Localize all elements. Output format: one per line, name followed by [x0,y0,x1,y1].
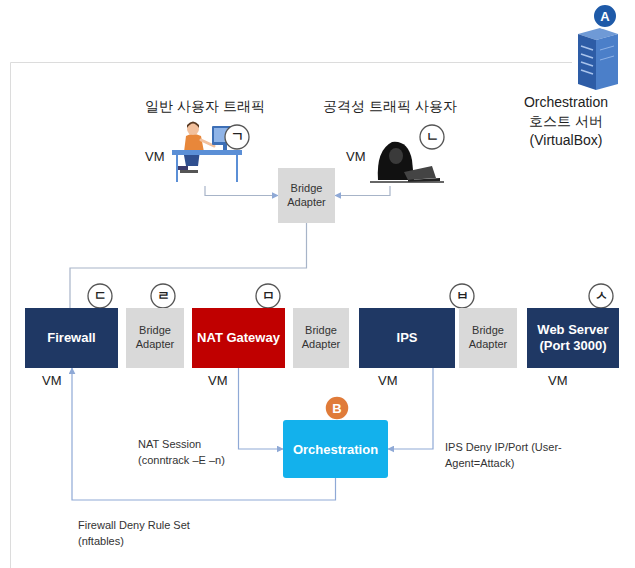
bridge-box: Bridge Adapter [278,168,335,223]
server-icon [578,34,596,90]
user-illustration [236,155,238,182]
node-text: Bridge Adapter [296,324,346,352]
server-icon [596,34,618,90]
callout-circle [151,284,175,308]
callout-letter: B [325,396,349,420]
callout-circle [420,125,444,149]
firewall-box: Firewall [25,308,118,368]
user-illustration [172,150,242,155]
node-text: 일반 사용자 트래픽 [145,98,265,116]
attacker-illustration [389,148,403,164]
server-icon [581,62,593,66]
callout-letter: A [593,4,617,28]
callout-circle [593,4,617,28]
user-illustration [184,134,204,152]
callout-circle [593,4,617,28]
orchestration-box: Orchestration [283,420,388,478]
callout-number: ㅅ [589,284,613,308]
callout-number: ㄹ [151,284,175,308]
callout-number: ㄱ [225,125,249,149]
server-icon [581,70,593,74]
user-illustration [187,122,199,129]
node-text: IPS [397,330,418,346]
callout-circle [256,284,280,308]
server-icon [578,28,618,90]
callout-number: ㄷ [88,284,112,308]
edge-label: IPS Deny IP/Port (User-Agent=Attack) [445,440,573,472]
callout-number: ㄴ [420,125,444,149]
attacker-illustration [404,166,436,180]
server-icon [600,46,614,50]
user-figure: 일반 사용자 트래픽 [140,96,270,186]
node-text: Web Server (Port 3000) [530,322,616,355]
bridge-box: Bridge Adapter [126,308,184,368]
node-text: Firewall [47,330,95,346]
outer-frame [11,63,573,568]
user-illustration [180,170,198,173]
host-label: Orchestration 호스트 서버 (VirtualBox) [516,93,616,150]
bridge-box: Bridge Adapter [293,308,349,368]
vm-label: VM [346,149,366,164]
attacker-illustration [370,181,444,183]
server-icon [581,54,593,58]
connector [70,223,307,308]
node-text: NAT Gateway [197,330,280,346]
vm-label: VM [378,373,398,388]
vm-label: VM [145,149,165,164]
callout-circle [589,284,613,308]
nat-box: NAT Gateway [192,308,285,368]
edge-label: Firewall Deny Rule Set (nftables) [78,518,210,550]
server-icon [581,46,593,50]
node-text: 공격성 트래픽 사용자 [323,98,457,116]
vm-label: VM [548,373,568,388]
edge-label: NAT Session (conntrack –E –n) [138,437,234,469]
callout-circle [88,284,112,308]
callout-circle [225,125,249,149]
vm-label: VM [208,373,228,388]
node-text: Bridge Adapter [281,182,332,210]
node-text: Orchestration [293,442,378,457]
connector [205,186,278,196]
user-illustration [223,145,227,150]
bridge-box: Bridge Adapter [459,308,517,368]
connector [335,186,390,196]
callout-circle [325,396,349,420]
node-text: Bridge Adapter [129,324,181,352]
ips-box: IPS [359,308,455,368]
outer-frame [11,63,573,568]
vm-label: VM [42,373,62,388]
callout-circle [88,125,613,420]
callout-circle [450,284,474,308]
server-box: Web Server (Port 3000) [527,308,619,368]
node-text: Bridge Adapter [462,324,514,352]
server-icon [600,56,614,60]
callout-number: ㅂ [450,284,474,308]
callout-number: ㅁ [256,284,280,308]
user-illustration [176,155,178,182]
connector [239,368,284,449]
